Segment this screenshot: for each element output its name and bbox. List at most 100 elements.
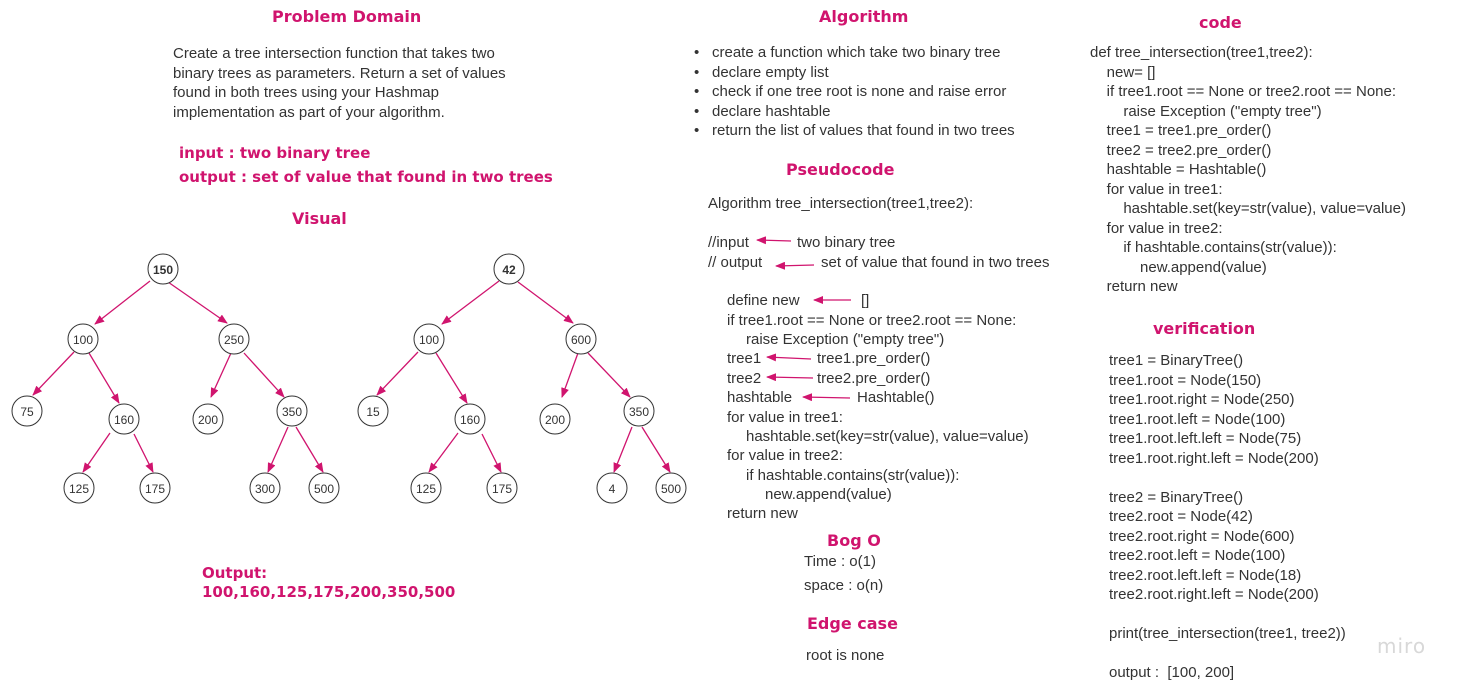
tree-node: [249, 472, 281, 504]
code-title: code: [1199, 13, 1242, 32]
verification-line: output : [100, 200]: [1109, 664, 1235, 681]
tree-edge: [167, 281, 228, 324]
code-line: return new: [1090, 278, 1178, 295]
tree-edge: [243, 352, 285, 398]
tree-edges: [32, 280, 671, 473]
tree-node: [655, 472, 687, 504]
pseudo-define-keyword: define new: [727, 292, 800, 309]
code-line: for value in tree1:: [1090, 180, 1223, 198]
code-line: hashtable.set(key=str(value), value=valu…: [1090, 200, 1406, 217]
tree-node-label: 250: [224, 333, 244, 347]
tree-edge: [88, 352, 120, 404]
output-label: output : set of value that found in two …: [179, 168, 553, 186]
tree1-root-label: 150: [153, 263, 173, 277]
tree-node: [623, 395, 655, 427]
arrow-tree2: [766, 373, 814, 382]
verification-line: tree2.root.right.left = Node(200): [1109, 586, 1319, 603]
verification-line: tree1.root.right.left = Node(200): [1109, 449, 1319, 467]
algorithm-step: check if one tree root is none and raise…: [692, 82, 1015, 102]
arrow-input: [756, 236, 792, 245]
code-line: new= []: [1090, 63, 1156, 81]
visual-output-label: Output:: [202, 564, 268, 582]
edge-case-text: root is none: [806, 647, 885, 664]
tree-edge: [587, 352, 631, 398]
trees-diagram: 150 100 250 75 160 200 350 125 175 300 5…: [11, 253, 687, 504]
algorithm-step: create a function which take two binary …: [692, 43, 1015, 63]
pseudo-if-contains: if hashtable.contains(str(value)):: [746, 467, 960, 484]
verification-line: tree2.root.left = Node(100): [1109, 547, 1286, 564]
tree-node: [63, 472, 95, 504]
code-line: hashtable = Hashtable(): [1090, 161, 1267, 178]
tree-edge: [82, 432, 111, 473]
pseudo-hash-value: Hashtable(): [857, 389, 935, 406]
tree-edge: [295, 426, 324, 473]
tree-node: [147, 253, 179, 285]
tree-node-label: 175: [145, 482, 165, 496]
edge-case-title: Edge case: [807, 614, 898, 633]
tree-node: [493, 253, 525, 285]
verification-line: tree1.root.left = Node(100): [1109, 410, 1286, 428]
arrow-output: [775, 261, 815, 270]
tree-node-label: 15: [366, 405, 380, 419]
pseudocode-arrows: [756, 236, 851, 402]
pseudo-raise-line: raise Exception ("empty tree"): [746, 331, 945, 348]
big-o-space: space : o(n): [804, 577, 884, 594]
tree-node-label: 160: [460, 413, 480, 427]
tree-node: [276, 395, 308, 427]
tree-nodes: [11, 253, 687, 504]
code-line: tree1 = tree1.pre_order(): [1090, 122, 1272, 139]
verification-line: tree2.root.right = Node(600): [1109, 527, 1295, 545]
tree-node: [67, 323, 99, 355]
miro-watermark: miro: [1377, 634, 1427, 658]
pseudocode-title: Pseudocode: [786, 160, 895, 179]
verification-line: print(tree_intersection(tree1, tree2)): [1109, 625, 1346, 642]
pseudocode-header: Algorithm tree_intersection(tree1,tree2)…: [708, 195, 974, 212]
pseudo-output-desc: set of value that found in two trees: [821, 254, 1050, 271]
tree-edge: [210, 352, 232, 398]
tree-node: [139, 472, 171, 504]
verification-title: verification: [1153, 319, 1256, 338]
pseudo-input-desc: two binary tree: [797, 234, 896, 251]
tree-node-label: 75: [20, 405, 34, 419]
description-line: Create a tree intersection function that…: [173, 45, 495, 62]
code-line: new.append(value): [1090, 258, 1267, 276]
tree-edge: [32, 351, 75, 396]
tree-edge: [133, 433, 154, 473]
verification-line: tree2.root = Node(42): [1109, 508, 1253, 525]
code-block: def tree_intersection(tree1,tree2): new=…: [1090, 43, 1406, 297]
tree-node: [565, 323, 597, 355]
tree-node: [539, 403, 571, 435]
verification-line: [1109, 644, 1346, 664]
verification-block: tree1 = BinaryTree() tree1.root = Node(1…: [1109, 351, 1346, 683]
tree-node: [596, 472, 628, 504]
input-label: input : two binary tree: [179, 144, 371, 162]
description-line: binary trees as parameters. Return a set…: [173, 64, 506, 82]
tree-node-label: 350: [282, 405, 302, 419]
tree-edge: [481, 433, 502, 473]
arrow-tree1: [766, 353, 812, 362]
tree-node-label: 100: [419, 333, 439, 347]
verification-line: tree2.root.left.left = Node(18): [1109, 566, 1302, 584]
tree-node-label: 350: [629, 405, 649, 419]
verification-line: tree1 = BinaryTree(): [1109, 352, 1244, 369]
tree-edge: [376, 351, 419, 396]
tree-node-label: 600: [571, 333, 591, 347]
tree-node: [108, 403, 140, 435]
tree-edge: [267, 426, 289, 473]
pseudo-if-line: if tree1.root == None or tree2.root == N…: [727, 312, 1017, 329]
tree-node-label: 300: [255, 482, 275, 496]
algorithm-step: declare empty list: [692, 63, 1015, 83]
tree-node-label: 125: [69, 482, 89, 496]
tree-node: [11, 395, 43, 427]
algorithm-step: declare hashtable: [692, 102, 1015, 122]
pseudo-tree1-value: tree1.pre_order(): [817, 350, 931, 367]
tree-edge: [517, 281, 574, 324]
tree-node-label: 200: [198, 413, 218, 427]
tree-node: [218, 323, 250, 355]
tree-node-label: 100: [73, 333, 93, 347]
tree-edge: [441, 280, 500, 325]
algorithm-step: return the list of values that found in …: [692, 121, 1015, 141]
pseudo-for2: for value in tree2:: [727, 447, 843, 464]
code-line: raise Exception ("empty tree"): [1090, 102, 1322, 120]
tree-node: [308, 472, 340, 504]
